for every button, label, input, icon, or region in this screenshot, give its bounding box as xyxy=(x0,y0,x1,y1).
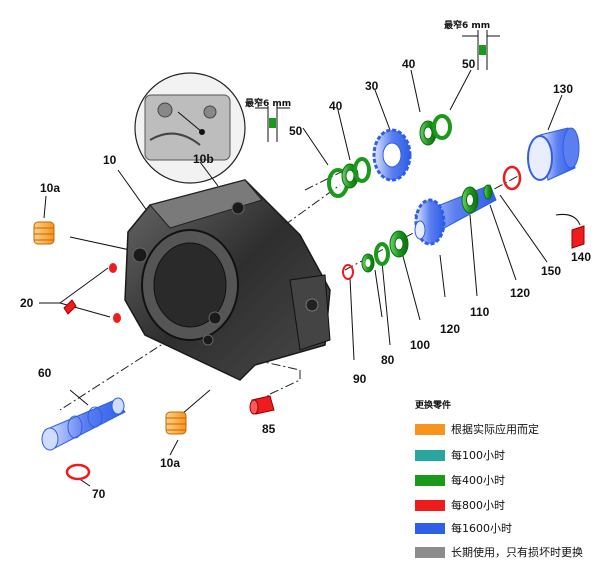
legend-label: 每100小时 xyxy=(451,449,505,462)
wear-gauge-left xyxy=(255,106,290,142)
spring-10a-bottom xyxy=(165,411,187,435)
pump-housing xyxy=(124,179,331,381)
o-ring-90 xyxy=(342,264,354,280)
legend-swatch xyxy=(415,474,445,486)
part-140 xyxy=(555,214,585,249)
label-100: 100 xyxy=(410,338,431,352)
plug-85 xyxy=(249,395,275,415)
label-90: 90 xyxy=(353,372,367,386)
gear-30 xyxy=(372,128,412,182)
legend-item: 每400小时 xyxy=(415,473,505,487)
label-140: 140 xyxy=(571,250,592,264)
label-120-upper: 120 xyxy=(510,286,531,300)
bearing-120-upper xyxy=(461,184,493,214)
label-60: 60 xyxy=(38,366,52,380)
wear-note-right: 最窄6 mm xyxy=(444,21,491,31)
label-110: 110 xyxy=(470,305,490,319)
bearing-120-lower xyxy=(389,230,409,258)
label-40-right: 40 xyxy=(402,57,416,71)
legend-label: 每1600小时 xyxy=(451,522,512,535)
label-85: 85 xyxy=(262,422,276,436)
legend-item: 根据实际应用而定 xyxy=(415,422,539,436)
legend-swatch xyxy=(415,499,445,511)
legend-item: 每800小时 xyxy=(415,498,505,512)
label-50-right: 50 xyxy=(462,57,476,71)
legend-label: 根据实际应用而定 xyxy=(451,423,539,436)
legend-label: 每800小时 xyxy=(451,499,505,512)
label-10a-top: 10a xyxy=(40,181,61,195)
label-20: 20 xyxy=(20,296,34,310)
sleeve-130 xyxy=(527,127,580,181)
label-10a-bottom: 10a xyxy=(160,456,181,470)
legend-swatch xyxy=(415,449,445,461)
wear-note-left: 最窄6 mm xyxy=(245,99,292,109)
drive-shaft-60 xyxy=(41,397,126,451)
legend-label: 长期使用，只有损坏时更换 xyxy=(451,546,583,559)
label-10: 10 xyxy=(103,153,117,167)
legend-item: 每1600小时 xyxy=(415,521,512,535)
legend-item: 长期使用，只有损坏时更换 xyxy=(415,545,583,559)
spring-10a-top xyxy=(33,221,55,245)
legend-label: 每400小时 xyxy=(451,474,505,487)
o-ring-70 xyxy=(65,463,91,481)
legend: 更换零件 根据实际应用而定 每100小时 每400小时 每800小时 每1600… xyxy=(415,398,605,559)
wear-gauge-right xyxy=(462,30,500,70)
legend-swatch xyxy=(415,423,445,435)
bearing-set-left xyxy=(327,157,371,198)
seal-parts-20 xyxy=(63,263,121,323)
label-10b: 10b xyxy=(193,152,214,166)
label-70: 70 xyxy=(92,487,106,501)
legend-swatch xyxy=(415,546,445,558)
label-120-lower: 120 xyxy=(440,322,461,336)
label-130: 130 xyxy=(553,82,574,96)
washer-80 xyxy=(361,253,375,273)
label-150: 150 xyxy=(541,264,562,278)
legend-title: 更换零件 xyxy=(415,401,452,411)
o-ring-150 xyxy=(502,165,522,191)
label-50-left: 50 xyxy=(289,124,303,138)
detail-callout-10b xyxy=(134,72,246,187)
seal-100 xyxy=(374,242,390,266)
legend-item: 每100小时 xyxy=(415,448,505,462)
label-40-left: 40 xyxy=(329,99,343,113)
legend-swatch xyxy=(415,522,445,534)
label-30: 30 xyxy=(365,79,379,93)
label-80: 80 xyxy=(381,353,395,367)
bearing-set-right xyxy=(419,114,452,146)
